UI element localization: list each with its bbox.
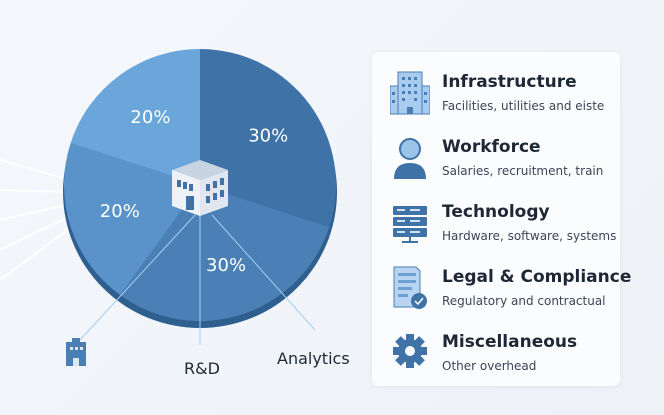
document-check-icon: [393, 266, 427, 309]
pie-slice: [70, 49, 200, 185]
slice-label: 20%: [130, 107, 170, 128]
legend-title: Miscellaneous: [442, 332, 578, 352]
legend-desc: Regulatory and contractual: [442, 294, 606, 308]
legend-title: Legal & Compliance: [442, 267, 632, 287]
ray: [0, 227, 71, 281]
ray: [0, 159, 71, 181]
pie-slice: [200, 49, 336, 228]
legend-panel: Infrastructure Facilities, utilities and…: [372, 52, 631, 386]
legend-item-infrastructure: Infrastructure Facilities, utilities and…: [372, 64, 620, 124]
gear-icon: [393, 334, 427, 368]
small-building-icon: [66, 338, 86, 366]
legend-desc: Salaries, recruitment, train: [442, 164, 604, 178]
legend-desc: Other overhead: [442, 359, 537, 373]
label-rd: R&D: [184, 359, 220, 378]
server-icon: [393, 206, 427, 243]
office-building-icon: [390, 71, 430, 115]
legend-item-workforce: Workforce Salaries, recruitment, train: [372, 129, 620, 189]
legend-item-technology: Technology Hardware, software, systems: [372, 194, 620, 254]
legend-item-legal: Legal & Compliance Regulatory and contra…: [372, 259, 631, 319]
pie-slice: [63, 142, 200, 296]
decorative-rays: [0, 159, 71, 281]
building-icon: [172, 160, 228, 216]
slice-label: 20%: [100, 201, 140, 222]
label-analytics: Analytics: [277, 349, 350, 368]
legend-title: Technology: [442, 202, 550, 222]
slice-label: 30%: [248, 125, 288, 146]
guide-lines: [79, 214, 316, 345]
ray: [0, 203, 71, 221]
ray: [0, 215, 71, 251]
legend-desc: Hardware, software, systems: [442, 229, 617, 243]
ray: [0, 189, 71, 193]
slice-label: 30%: [206, 255, 246, 276]
legend-item-misc: Miscellaneous Other overhead: [372, 324, 620, 384]
legend-title: Workforce: [442, 137, 541, 157]
legend-title: Infrastructure: [442, 72, 577, 92]
legend-desc: Facilities, utilities and eiste: [442, 99, 605, 113]
person-icon: [394, 138, 426, 179]
